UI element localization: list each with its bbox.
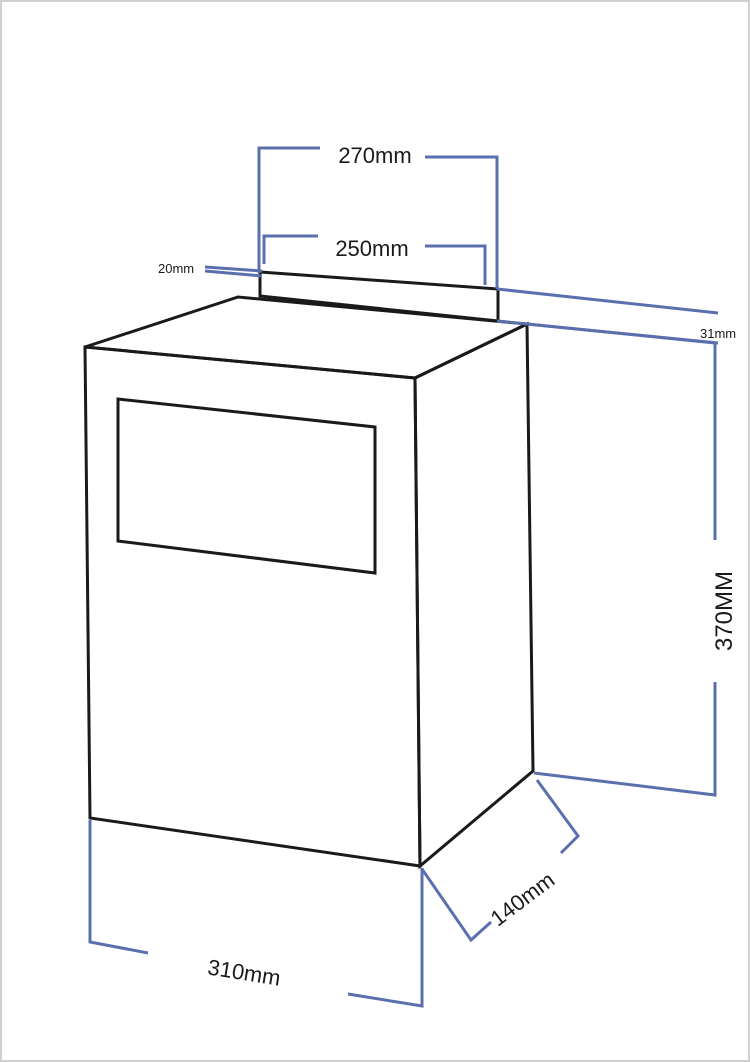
cabinet-right-face <box>413 321 535 870</box>
dim-270-left <box>257 146 320 273</box>
mounting-bracket <box>258 270 500 323</box>
dim-140-front <box>420 868 493 943</box>
dim-310-left <box>88 820 149 955</box>
dim-250-right <box>425 244 487 285</box>
dim-20-upper <box>204 265 263 273</box>
label-width-top: 270mm <box>338 143 411 168</box>
label-width-inner: 250mm <box>335 236 408 261</box>
label-depth-top: 31mm <box>700 326 736 341</box>
label-depth: 140mm <box>486 867 560 931</box>
dim-31-upper <box>496 287 719 315</box>
label-lip-height: 20mm <box>158 261 194 276</box>
dim-250-left <box>262 234 318 264</box>
cabinet <box>83 270 535 870</box>
dim-20-lower <box>204 269 263 278</box>
dim-370-lower <box>533 682 717 797</box>
dim-270-right <box>425 155 499 289</box>
dimension-lines <box>88 146 719 1008</box>
dim-140-back <box>535 779 580 855</box>
dim-310-right <box>347 868 424 1008</box>
label-height: 370MM <box>711 571 738 651</box>
cabinet-front-face <box>83 345 422 868</box>
dim-370-upper <box>526 322 717 540</box>
label-width-bottom: 310mm <box>206 955 282 991</box>
display-window <box>116 397 377 575</box>
cabinet-top-face <box>84 295 533 380</box>
